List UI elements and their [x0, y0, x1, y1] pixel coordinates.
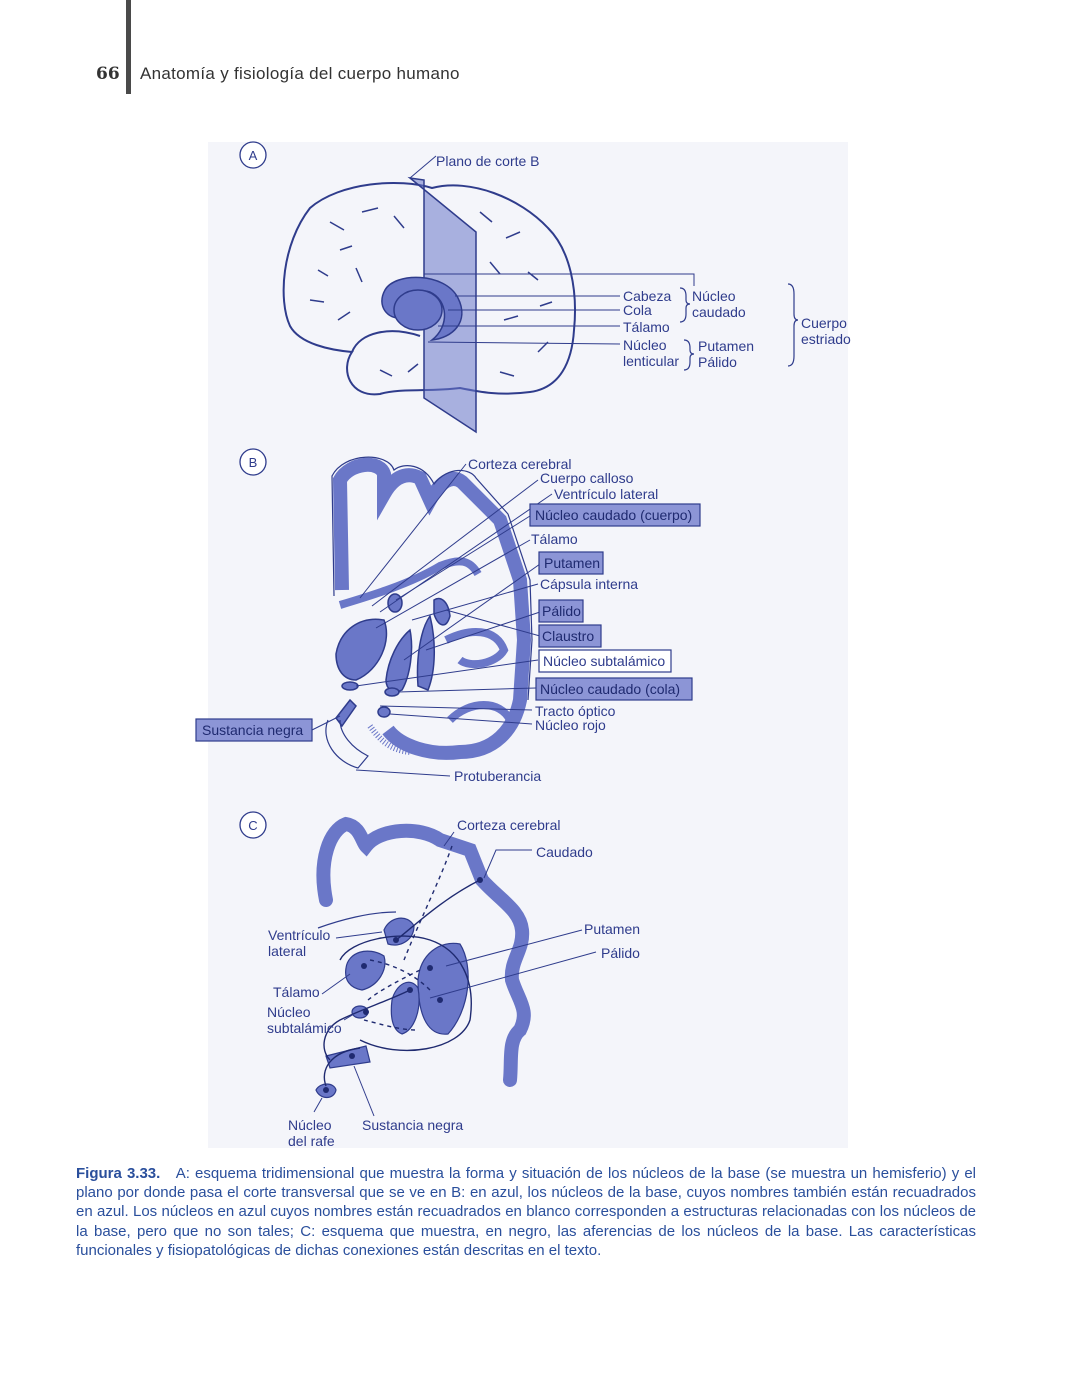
- panel-a-marker: A: [249, 148, 258, 163]
- panel-b: [195, 448, 701, 777]
- label-talamo-b: Tálamo: [531, 531, 578, 547]
- label-tracto: Tracto óptico: [535, 703, 616, 719]
- figure-caption: Figura 3.33. A: esquema tridimensional q…: [76, 1164, 976, 1260]
- label-cabeza: Cabeza: [623, 288, 671, 304]
- pons-shape: [325, 719, 369, 769]
- panel-a-braces: [679, 283, 799, 371]
- label-estriado: estriado: [801, 331, 851, 347]
- label-sustancia-negra-b: Sustancia negra: [202, 722, 303, 738]
- box-palido: [538, 599, 584, 623]
- label-nucleo-caudado-1: Núcleo: [692, 288, 736, 304]
- header-rule: [126, 0, 131, 94]
- label-corteza-b: Corteza cerebral: [468, 456, 572, 472]
- caudate-body-shape: [387, 593, 403, 613]
- panel-a: [239, 141, 799, 434]
- caption-label: Figura 3.33.: [76, 1165, 161, 1182]
- label-putamen-b: Putamen: [544, 555, 600, 571]
- panel-b-leaders: [311, 463, 553, 777]
- box-putamen: [538, 551, 604, 575]
- label-protuberancia: Protuberancia: [454, 768, 541, 784]
- box-claustro: [538, 624, 602, 648]
- label-palido-a: Pálido: [698, 354, 737, 370]
- thalamus-c: [345, 950, 386, 991]
- panel-a-marker-circle: [239, 141, 267, 169]
- red-nucleus-shape: [377, 706, 391, 718]
- lentiform-nucleus-shape: [393, 289, 443, 331]
- page-number: 66: [96, 64, 120, 84]
- label-sustancia-negra-c: Sustancia negra: [362, 1117, 463, 1133]
- label-subtalamico-c-2: subtalámico: [267, 1020, 342, 1036]
- label-nucleo-lenticular-1: Núcleo: [623, 337, 667, 353]
- label-subtalamico-c-1: Núcleo: [267, 1004, 311, 1020]
- label-subtalamico-b: Núcleo subtalámico: [543, 653, 665, 669]
- label-nucleo-caudado-2: caudado: [692, 304, 746, 320]
- label-palido-c: Pálido: [601, 945, 640, 961]
- panel-c-leaders: [313, 831, 597, 1117]
- box-nucleo-subtalamico: [538, 649, 672, 673]
- label-talamo-a: Tálamo: [623, 319, 670, 335]
- panel-c: [239, 811, 597, 1117]
- box-sustancia-negra: [195, 718, 313, 742]
- label-nucleo-caudado-cuerpo: Núcleo caudado (cuerpo): [535, 507, 692, 523]
- label-ventriculo-c-2: lateral: [268, 943, 306, 959]
- label-putamen-a: Putamen: [698, 338, 754, 354]
- thalamus-shape: [335, 618, 388, 681]
- label-putamen-c: Putamen: [584, 921, 640, 937]
- panel-b-marker-circle: [239, 448, 267, 476]
- temporal-lobe-line: [351, 330, 421, 353]
- gyri-strokes: [309, 207, 553, 377]
- label-corteza-c: Corteza cerebral: [457, 817, 561, 833]
- basal-ganglia-figure: A Plano de corte B Cabeza Cola Tálamo Nú…: [195, 141, 851, 1149]
- label-capsula: Cápsula interna: [540, 576, 638, 592]
- box-nucleo-caudado-cola: [535, 677, 693, 701]
- panel-b-marker: B: [249, 455, 258, 470]
- panel-c-marker-circle: [239, 811, 267, 839]
- caption-text: A: esquema tridimensional que muestra la…: [76, 1165, 976, 1259]
- label-ventriculo-b: Ventrículo lateral: [554, 486, 658, 502]
- label-caudado-c: Caudado: [536, 844, 593, 860]
- label-rafe-2: del rafe: [288, 1133, 335, 1149]
- cortex-outline: [331, 456, 533, 701]
- label-talamo-c: Tálamo: [273, 984, 320, 1000]
- brain-outline: [282, 181, 576, 396]
- label-cuerpo-calloso: Cuerpo calloso: [540, 470, 634, 486]
- cortex-ribbon-c: [316, 816, 531, 1087]
- corpus-callosum-shape: [338, 557, 482, 609]
- panel-c-marker: C: [248, 818, 257, 833]
- label-nucleo-lenticular-2: lenticular: [623, 353, 679, 369]
- afferent-pathways: [323, 845, 481, 1087]
- pallidum-shape: [416, 614, 436, 691]
- label-rafe-1: Núcleo: [288, 1117, 332, 1133]
- ventricle-wall-c: [317, 911, 397, 929]
- insula-fold-shape: [444, 627, 509, 669]
- label-claustro: Claustro: [542, 628, 594, 644]
- label-rojo: Núcleo rojo: [535, 717, 606, 733]
- box-nucleo-caudado-cuerpo: [529, 503, 701, 527]
- label-cola: Cola: [623, 302, 652, 318]
- pathway-nodes: [323, 877, 483, 1093]
- caudate-tail-shape: [384, 687, 400, 697]
- subthalamic-nucleus-shape: [341, 681, 359, 691]
- label-caudado-cola: Núcleo caudado (cola): [540, 681, 680, 697]
- plane-label: Plano de corte B: [436, 153, 540, 169]
- label-cuerpo: Cuerpo: [801, 315, 847, 331]
- label-palido-b: Pálido: [542, 603, 581, 619]
- running-title: Anatomía y fisiología del cuerpo humano: [140, 64, 460, 83]
- temporal-fold-shape: [447, 701, 514, 723]
- label-ventriculo-c-1: Ventrículo: [268, 927, 330, 943]
- panel-a-leaders: [424, 273, 695, 345]
